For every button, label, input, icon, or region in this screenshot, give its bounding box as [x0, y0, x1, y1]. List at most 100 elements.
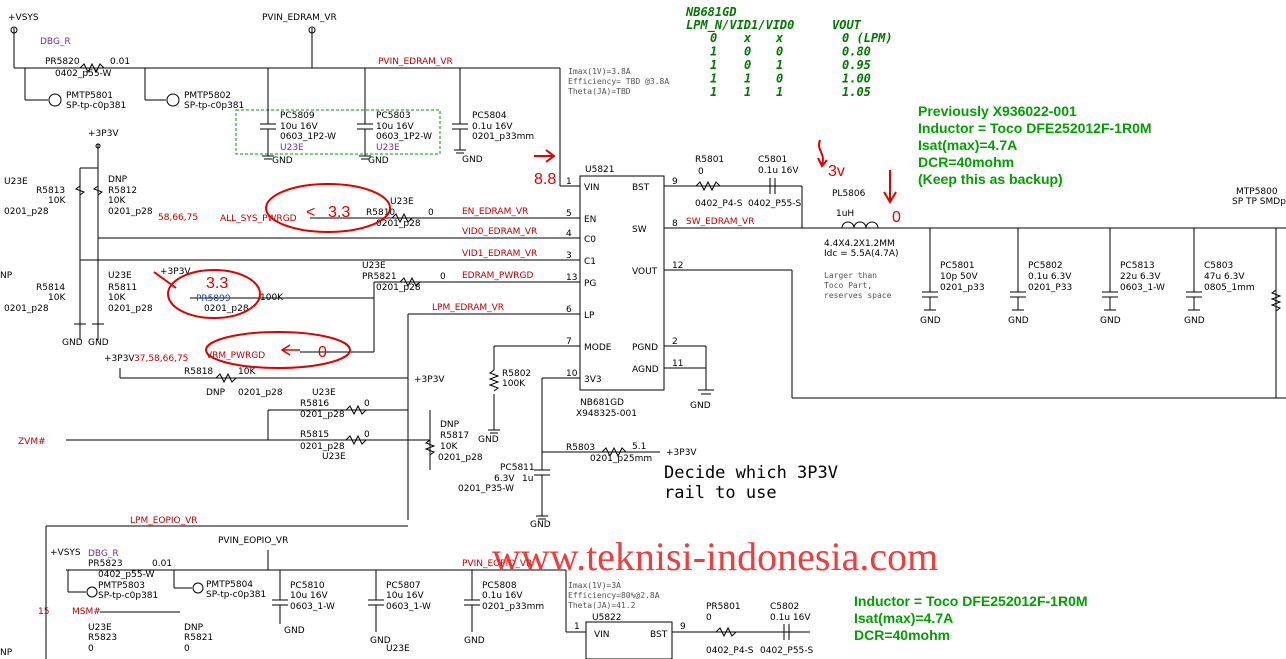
- refs-37-58: 37,58,66,75: [134, 354, 188, 364]
- r5817-pkg: 0201_p28: [438, 453, 483, 463]
- hand-vrm: 0: [318, 344, 327, 361]
- ic-pin-num-left: 1: [566, 177, 572, 187]
- r5812-val: 10K: [108, 196, 126, 206]
- note-top-3: Isat(max)=4.7A: [918, 137, 1017, 153]
- pc5809-pkg: 0603_1P2-W: [280, 132, 336, 142]
- gnd-left-2: GND: [88, 338, 109, 348]
- ic2-ref: U5822: [592, 613, 622, 623]
- u23e-2: U23E: [108, 271, 132, 281]
- pc5811-pkg: 0201_P35-W: [458, 484, 514, 494]
- net-pwrgd: EDRAM_PWRGD: [462, 271, 533, 281]
- ic-right-nets: R5801 0 0402_P4-S C5801 0.1u 16V 0402_P5…: [664, 155, 1286, 411]
- r5813-pkg: 0201_p28: [4, 207, 49, 217]
- ic2-pin9: 9: [680, 622, 686, 632]
- truth-cell-vout: 0 (LPM): [842, 31, 893, 45]
- r5817-ref: R5817: [440, 431, 469, 441]
- net-zvm: ZVM#: [18, 437, 46, 447]
- r5803-pkg: 0201_p25mm: [590, 454, 652, 464]
- pc5813-ref: PC5813: [1120, 261, 1155, 271]
- r5814-val: 10K: [48, 293, 66, 303]
- c5801-ref: C5801: [758, 155, 787, 165]
- pc5813-gnd: GND: [1100, 316, 1121, 326]
- r5810-pkg: 0201_p28: [376, 219, 421, 229]
- ic-body: [579, 175, 665, 391]
- pc5802-ref: PC5802: [1028, 261, 1063, 271]
- pc5804-pkg: 0201_p33mm: [472, 132, 534, 142]
- net-lpm-eopio: LPM_EOPIO_VR: [130, 516, 198, 526]
- r5810-val: 0: [428, 208, 434, 218]
- pr5820-ref: PR5820: [45, 57, 80, 67]
- decide-note-1: Decide which 3P3V: [664, 463, 838, 483]
- circle-en: [265, 183, 391, 233]
- u23e-6: U23E: [322, 452, 346, 462]
- pr5899-ref: PR5899: [196, 294, 231, 304]
- ic-ref: U5821: [585, 165, 615, 175]
- pc5809-ref: PC5809: [280, 111, 315, 121]
- pl5806-inductor: [841, 221, 879, 229]
- u23e-7: U23E: [88, 623, 112, 633]
- ic2-pin1: 1: [574, 622, 580, 632]
- circle-pg: [167, 269, 261, 319]
- pr5801-pkg: 0402_P4-S: [706, 646, 754, 656]
- ic-pin-name-left: PG: [584, 279, 596, 289]
- gnd-ic: GND: [690, 401, 711, 411]
- ic-part: NB681GD: [580, 398, 624, 408]
- gnd-b2: GND: [370, 636, 391, 646]
- pl5806-ref: PL5806: [832, 189, 866, 199]
- handwriting: 3.3 < 3.3 0 8.8 3v 0: [153, 139, 901, 369]
- hand-pg: 3.3: [206, 275, 228, 292]
- r5818-dnp: DNP: [206, 388, 226, 398]
- u23e-8: U23E: [386, 644, 410, 654]
- ic-pin-name-right: SW: [632, 225, 647, 235]
- u23e-5: U23E: [312, 388, 336, 398]
- r5814-pkg: 0201_p28: [4, 304, 49, 314]
- pc5802-val: 0.1u 6.3V: [1028, 272, 1072, 282]
- r5813-val: 10K: [48, 196, 66, 206]
- ic2-vin: VIN: [594, 630, 610, 640]
- pc5813-val: 22u 6.3V: [1120, 272, 1161, 282]
- r5816-ref: R5816: [300, 399, 329, 409]
- vout-head: VOUT: [832, 18, 862, 32]
- net-vid0: VID0_EDRAM_VR: [462, 227, 537, 237]
- r5816-val: 0: [364, 399, 370, 409]
- pr5823-ref: PR5823: [88, 559, 123, 569]
- pmtp5801-testpoint: [48, 93, 62, 107]
- net-pvin-edram: PVIN_EDRAM_VR: [262, 13, 337, 23]
- pc5802-pkg: 0201_P33: [1028, 283, 1072, 293]
- ic-code: X948325-001: [576, 409, 637, 419]
- pmtp5803-pkg: SP-tp-c0p381: [98, 591, 158, 601]
- truth-cell-vid0: 1: [776, 58, 783, 72]
- gnd-pc5811: GND: [530, 520, 551, 530]
- truth-cell-vid1: 1: [744, 72, 751, 86]
- net-vrm-pwrgd: VRM_PWRGD: [206, 351, 265, 361]
- c5801-val: 0.1u 16V: [758, 166, 799, 176]
- pc5803-pkg: 0603_1P2-W: [376, 132, 432, 142]
- truth-cell-vout: 1.00: [842, 72, 871, 86]
- pmtp5804-ref: PMTP5804: [206, 580, 253, 590]
- ic-pin-num-left: 4: [566, 229, 572, 239]
- ic-pin-num-left: 7: [566, 337, 572, 347]
- c5802-val: 0.1u 16V: [770, 613, 811, 623]
- r5802-ref: R5802: [502, 369, 531, 379]
- pc5813-pkg: 0603_1-W: [1120, 283, 1165, 293]
- note-bot-2: Isat(max)=4.7A: [854, 610, 953, 626]
- net-p3v-r5803: +3P3V: [666, 448, 697, 458]
- note-top-5: (Keep this as backup): [918, 171, 1063, 187]
- ic-pin-num-right: 12: [672, 261, 683, 271]
- larger-1: Larger than: [824, 271, 877, 280]
- pc5810-ref: PC5810: [290, 581, 325, 591]
- net-msm: MSM#: [72, 607, 101, 617]
- truth-cell-lpm: 1: [710, 85, 717, 99]
- truth-cell-vout: 1.05: [842, 85, 871, 99]
- c5803-pkg: 0805_1mm: [1204, 283, 1255, 293]
- pmtp5802-pkg: SP-tp-c0p381: [184, 101, 244, 111]
- ic-pin-name-right: AGND: [632, 365, 659, 375]
- r5803-ref: R5803: [566, 443, 595, 453]
- pmtp5802-testpoint: [166, 93, 180, 107]
- r5812-ref: R5812: [108, 186, 137, 196]
- net-p3v-3: +3P3V: [104, 354, 135, 364]
- net-lpm: LPM_EDRAM_VR: [432, 303, 504, 313]
- pc5808-val: 0.1u 16V: [482, 591, 523, 601]
